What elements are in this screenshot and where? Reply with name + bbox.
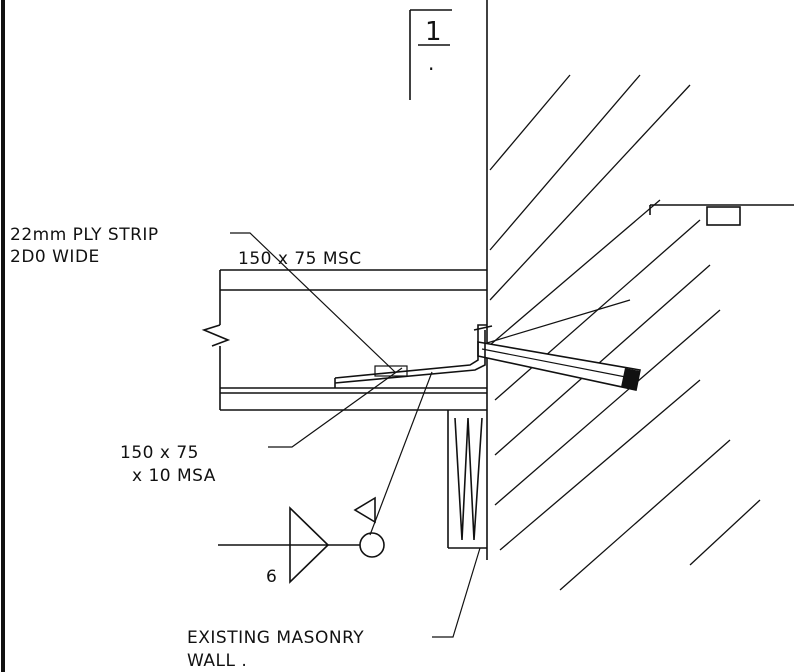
msa-label-2: x 10 MSA (132, 466, 216, 486)
masonry-label-2: WALL . (187, 651, 247, 671)
angle-cleat (334, 324, 487, 388)
masonry-label-1: EXISTING MASONRY (187, 628, 364, 648)
wall-recess (649, 204, 794, 226)
detail-number: 1 (425, 17, 442, 47)
msc-label: 150 x 75 MSC (238, 249, 362, 269)
wall-hatching (489, 74, 761, 591)
weld-size-label: 6 (266, 567, 277, 587)
anchor-bolt (473, 325, 641, 391)
detail-marker: 1 . (409, 9, 452, 100)
timber-wedges (447, 410, 487, 549)
msa-label-1: 150 x 75 (120, 443, 199, 463)
ply-strip-label-2: 2D0 WIDE (10, 247, 100, 267)
channel-section (201, 269, 487, 411)
ply-strip-label-1: 22mm PLY STRIP (10, 225, 159, 245)
weld-symbol (218, 496, 385, 584)
detail-sub: . (428, 51, 435, 75)
leader-lines (230, 232, 631, 638)
